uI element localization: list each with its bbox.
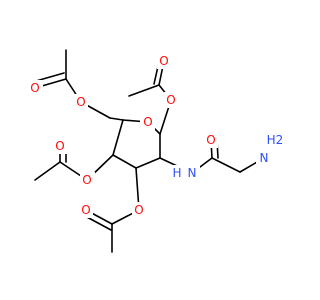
anomeric-ester-oxygen-label: O bbox=[166, 93, 175, 107]
structure-drawing: O O O O O O O O O N H O N H2 bbox=[28, 49, 285, 253]
ch2-bond bbox=[211, 157, 241, 173]
carbonyl-double-bond bbox=[35, 72, 65, 82]
carbonyl-double-bond bbox=[84, 215, 112, 231]
atom-label-layer: O O O O O O O O O N H O N H2 bbox=[28, 53, 285, 218]
c6-ester-oxygen-label: O bbox=[76, 95, 85, 109]
c6-carbonyl-oxygen-label: O bbox=[30, 81, 39, 95]
amide-hydrogen-label: H bbox=[172, 166, 181, 180]
ch2-bond bbox=[109, 117, 124, 121]
c3-ester-oxygen-label: O bbox=[134, 203, 143, 217]
anomeric-carbonyl-oxygen-label: O bbox=[159, 54, 168, 68]
c3-carbonyl-oxygen-label: O bbox=[81, 203, 90, 217]
amide-nitrogen-label: N bbox=[188, 166, 197, 180]
bond-layer bbox=[34, 49, 265, 253]
c4-ester-oxygen-label: O bbox=[82, 173, 91, 187]
c4-carbonyl-oxygen-label: O bbox=[55, 139, 64, 153]
amine-hydrogen-label: H2 bbox=[267, 133, 284, 147]
ring-bond bbox=[112, 154, 137, 169]
ring-oxygen-label: O bbox=[143, 115, 152, 129]
amide-carbonyl-oxygen-label: O bbox=[206, 133, 215, 147]
methyl-bond bbox=[128, 84, 160, 97]
amine-nitrogen-label: N bbox=[260, 151, 269, 165]
ring-bond bbox=[135, 157, 161, 169]
molecule-diagram: O O O O O O O O O N H O N H2 bbox=[28, 49, 285, 253]
methyl-bond bbox=[34, 161, 61, 181]
ring-bond bbox=[112, 119, 124, 156]
